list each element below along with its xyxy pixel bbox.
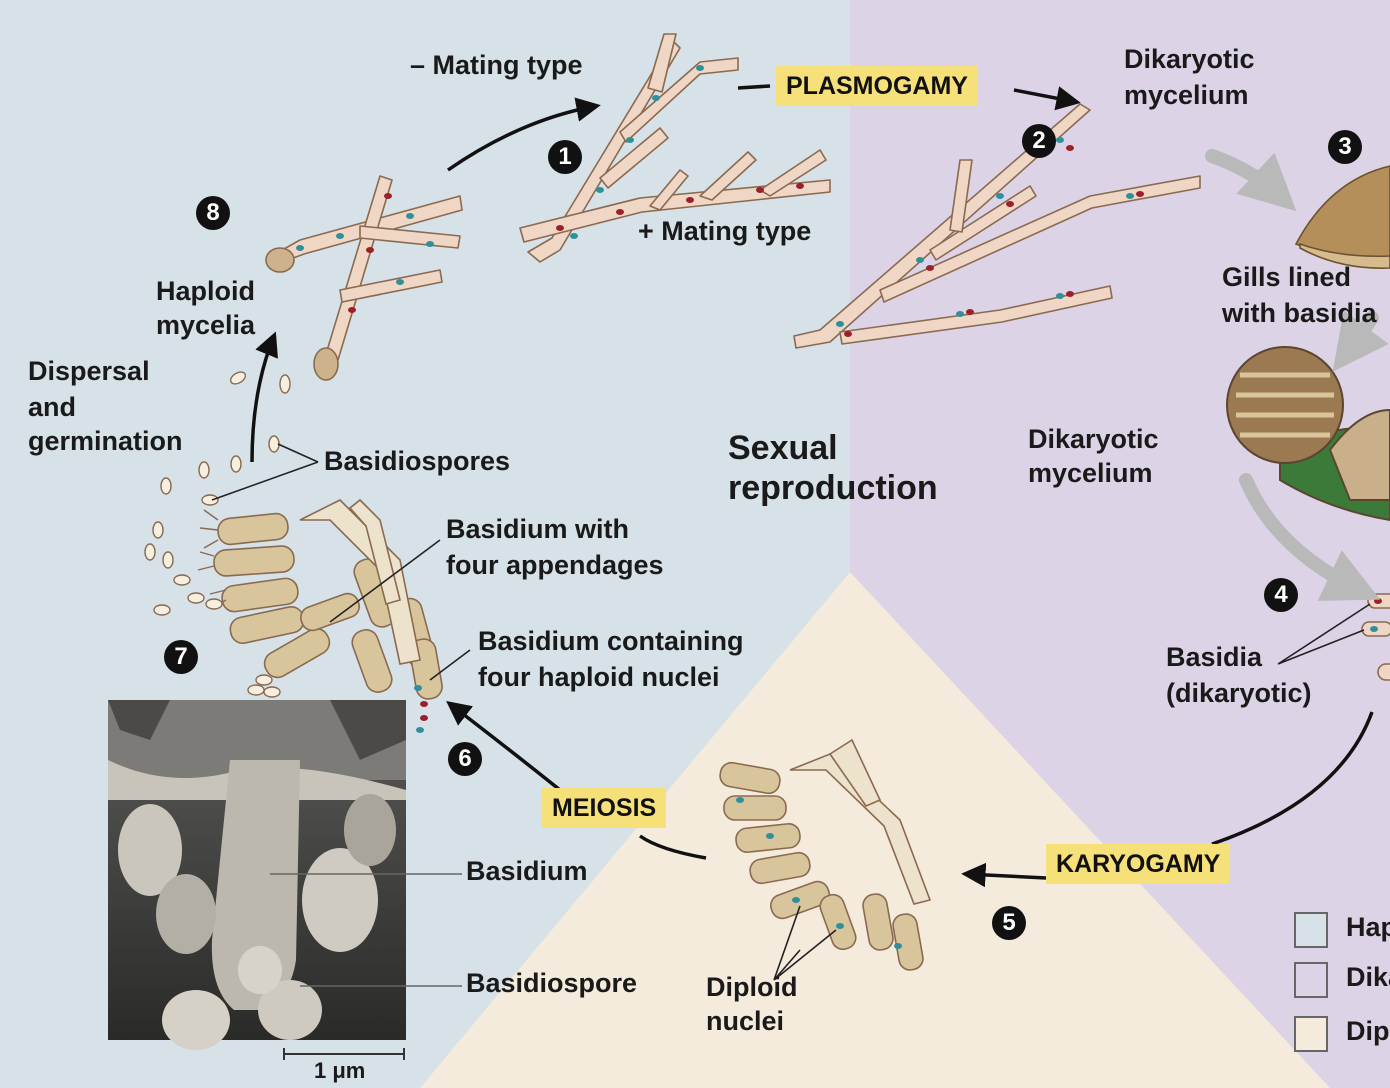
basidiospores-label: Basidiospores	[324, 444, 510, 478]
basidium-nuclei-label-1: Basidium containing	[478, 624, 744, 658]
step-2-marker: 2	[1022, 124, 1056, 158]
key-dikaryotic-label: Dikaryotic (n + n)	[1346, 962, 1390, 993]
dispersal-label-3: germination	[28, 424, 183, 458]
basidium-nuclei-label-2: four haploid nuclei	[478, 660, 720, 694]
sexual-reproduction-label-2: reproduction	[728, 468, 938, 508]
karyogamy-box: KARYOGAMY	[1046, 844, 1230, 884]
gills-label-1: Gills lined	[1222, 260, 1351, 294]
step-7-marker: 7	[164, 640, 198, 674]
dikaryotic-mycelium-top-label-2: mycelium	[1124, 78, 1249, 112]
step-8-marker: 8	[196, 196, 230, 230]
basidium-appendages-label-2: four appendages	[446, 548, 664, 582]
basidium-label: Basidium	[466, 854, 588, 888]
dikaryotic-mycelium-mid-label-1: Dikaryotic	[1028, 422, 1159, 456]
gills-label-2: with basidia	[1222, 296, 1377, 330]
plasmogamy-box: PLASMOGAMY	[776, 66, 978, 106]
dikaryotic-mycelium-mid-label-2: mycelium	[1028, 456, 1153, 490]
key-diploid-swatch	[1294, 1016, 1328, 1052]
step-3-marker: 3	[1328, 130, 1362, 164]
minus-mating-type-label: – Mating type	[410, 48, 583, 82]
dispersal-label-2: and	[28, 390, 76, 424]
basidium-appendages-label-1: Basidium with	[446, 512, 629, 546]
diploid-nuclei-label-1: Diploid	[706, 970, 797, 1004]
haploid-mycelia-label-2: mycelia	[156, 308, 255, 342]
key-haploid-label: Haploid (n)	[1346, 912, 1390, 943]
step-1-marker: 1	[548, 140, 582, 174]
basidia-dikaryotic-label-1: Basidia	[1166, 640, 1262, 674]
dikaryotic-mycelium-top-label-1: Dikaryotic	[1124, 42, 1255, 76]
sexual-reproduction-label-1: Sexual	[728, 428, 838, 468]
step-5-marker: 5	[992, 906, 1026, 940]
plus-mating-type-label: + Mating type	[638, 214, 811, 248]
sem-micrograph	[108, 700, 406, 1050]
basidiospore-label: Basidiospore	[466, 966, 637, 1000]
key-diploid-label: Diploid (2n)	[1346, 1016, 1390, 1047]
key-dikaryotic-swatch	[1294, 962, 1328, 998]
scale-bar-label: 1 μm	[314, 1058, 365, 1084]
meiosis-box: MEIOSIS	[542, 788, 666, 828]
step-4-marker: 4	[1264, 578, 1298, 612]
basidia-dikaryotic-label-2: (dikaryotic)	[1166, 676, 1312, 710]
dispersal-label-1: Dispersal	[28, 354, 150, 388]
diploid-nuclei-label-2: nuclei	[706, 1004, 784, 1038]
haploid-mycelia-label-1: Haploid	[156, 274, 255, 308]
key-haploid-swatch	[1294, 912, 1328, 948]
step-6-marker: 6	[448, 742, 482, 776]
